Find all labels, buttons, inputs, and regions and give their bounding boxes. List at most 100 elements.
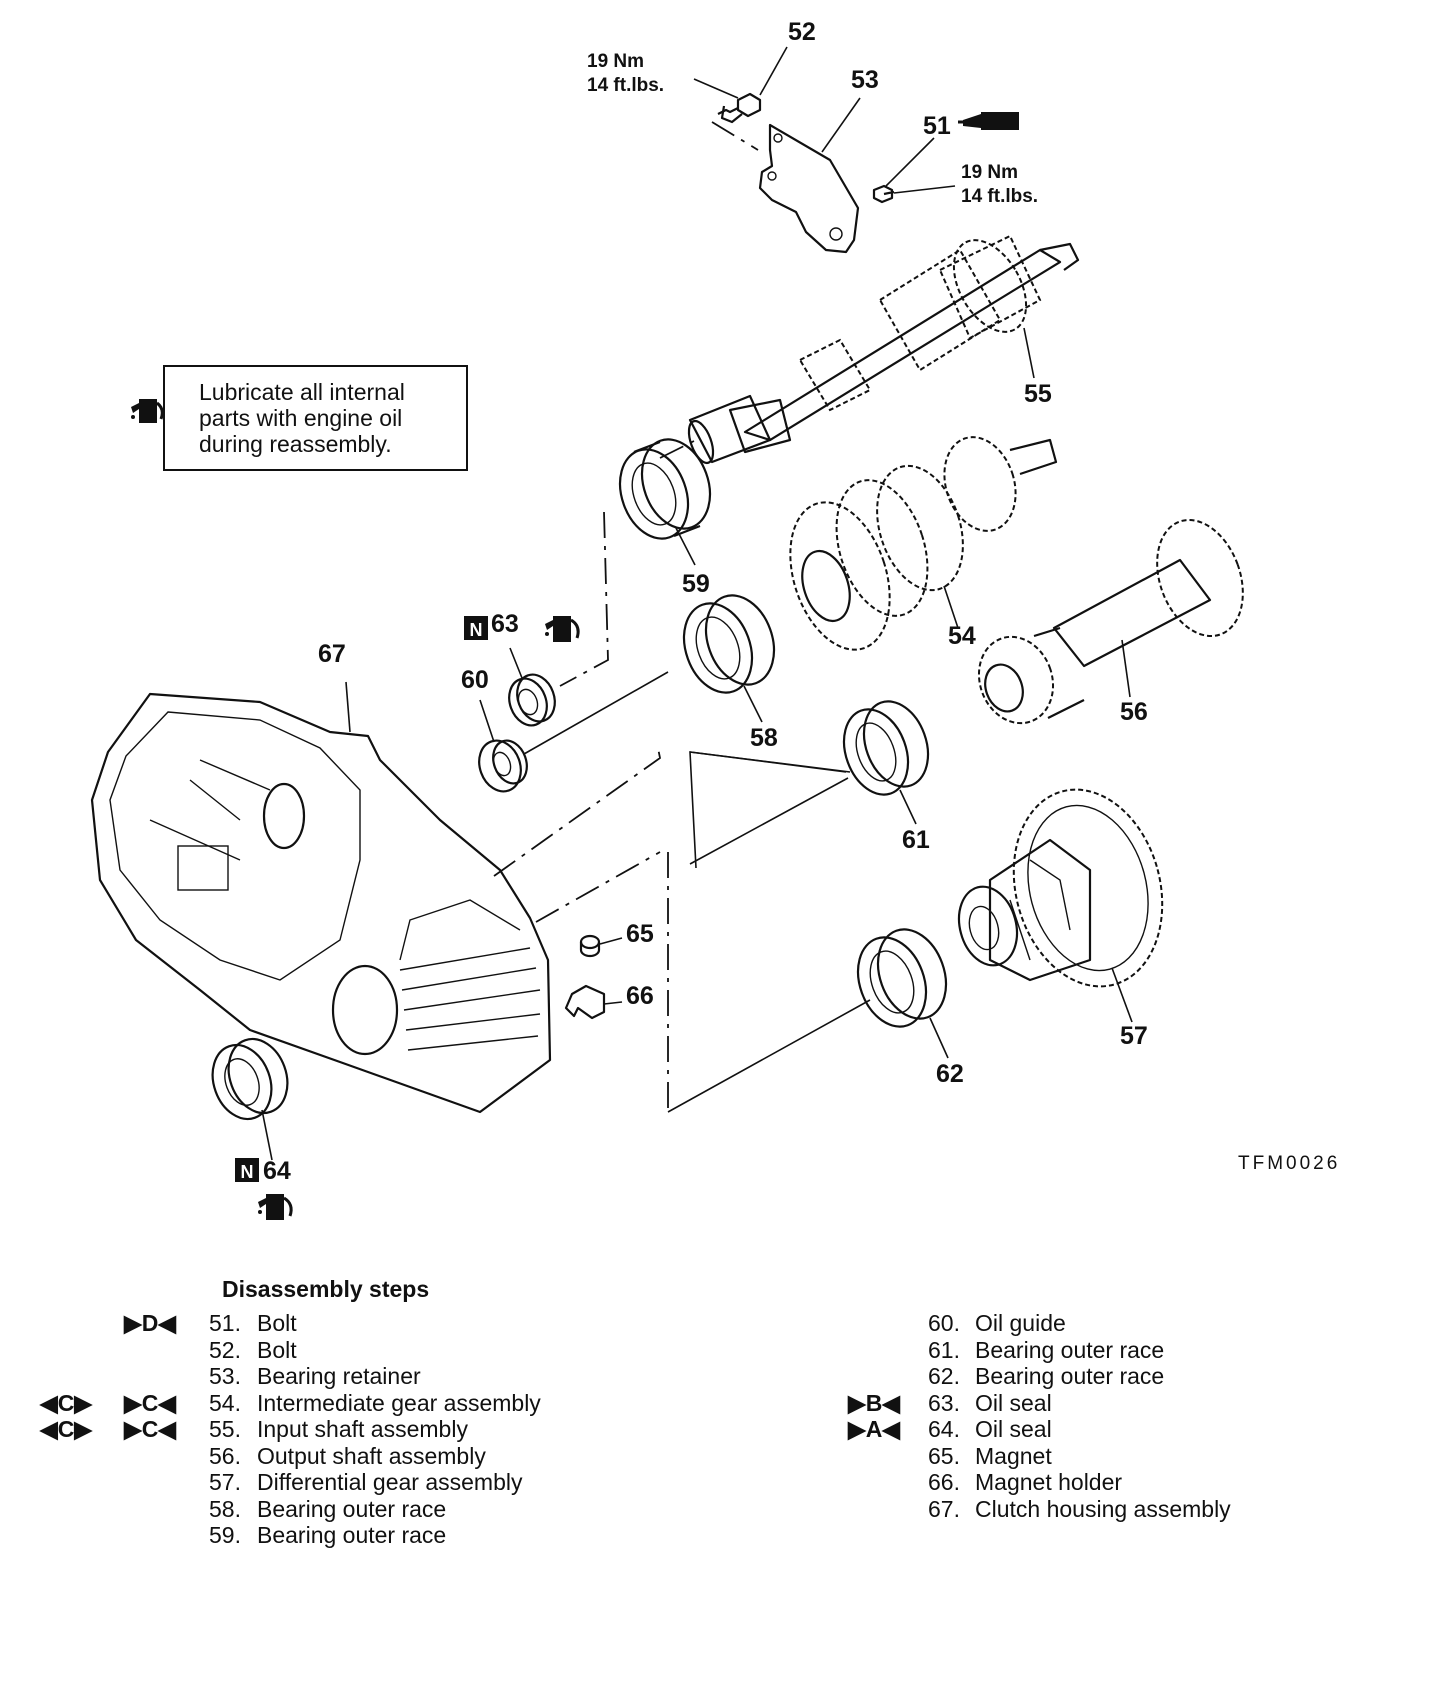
leader-53 [821,97,861,153]
step-number: 51. [209,1310,241,1336]
callout-62: 62 [936,1060,964,1088]
callout-58: 58 [750,724,778,752]
step-marker-inner: ▶B◀ [848,1389,900,1416]
callout-60: 60 [461,666,489,694]
step-number: 63. [928,1389,960,1416]
leader-51 [885,137,935,187]
step-number: 66. [928,1469,960,1495]
step-number: 64. [928,1416,960,1442]
axis-61-angled [689,777,849,865]
step-description: Oil guide [975,1310,1066,1336]
torque-52-ftlbs: 14 ft.lbs. [587,75,664,96]
new-part-icon-64: N [235,1158,259,1182]
disassembly-steps-title: Disassembly steps [222,1276,430,1302]
step-description: Bearing outer race [257,1522,447,1548]
leader-65 [599,937,623,945]
bearing-race-59 [618,438,712,540]
callout-53: 53 [851,66,879,94]
leader-56 [1121,639,1131,698]
bolt-52-axis [711,121,759,151]
step-number: 60. [928,1310,960,1336]
step-number: 56. [209,1442,241,1469]
callout-61: 61 [902,826,930,854]
step-description: Oil seal [975,1389,1052,1416]
step-description: Bearing outer race [975,1363,1165,1389]
input-shaft-axis [659,439,697,459]
step-number: 52. [209,1336,241,1363]
leader-58 [743,685,763,723]
step-marker-inner: ▶D◀ [124,1310,176,1336]
input-shaft-assembly-55 [687,234,1080,465]
housing-axis-lower [535,851,661,923]
step-number: 54. [209,1389,241,1416]
housing-axis-upper [493,747,661,877]
oil-can-icon [129,393,165,434]
oil-can-icon-64 [258,1194,293,1220]
step-number: 67. [928,1495,960,1522]
oil-guide-60 [478,739,528,793]
oil-can-icon-63 [545,616,580,642]
callout-66: 66 [626,982,654,1010]
callout-52: 52 [788,18,816,46]
lubrication-note: Lubricate all internal parts with engine… [131,365,468,471]
step-description: Bearing retainer [257,1363,421,1389]
step-number: 58. [209,1495,241,1522]
output-shaft-assembly-56 [977,518,1244,725]
leader-57 [1111,967,1133,1023]
new-part-marker-64: N [241,1162,254,1182]
exploded-view-diagram: N [90,18,1337,1220]
step-marker-inner: ▶C◀ [124,1416,176,1442]
magnet-65 [579,934,601,958]
leader-59 [675,527,696,566]
leader-55 [1023,327,1035,379]
step-description: Magnet holder [975,1469,1123,1495]
new-part-icon-63: N [464,616,488,640]
differential-gear-assembly-57 [957,788,1164,988]
step-number: 55. [209,1416,241,1442]
step-description: Bearing outer race [975,1336,1165,1363]
step-number: 57. [209,1469,241,1495]
lubrication-note-text: Lubricate all internal parts with engine… [199,379,405,457]
step-description: Output shaft assembly [257,1442,486,1469]
magnet-holder-66 [564,984,606,1020]
leader-54 [943,585,959,629]
step-marker-outer: ◀C▶ [40,1389,92,1416]
step-number: 61. [928,1336,960,1363]
leader-66 [603,1001,623,1005]
step-marker-outer: ◀C▶ [40,1416,92,1442]
bolt-51 [872,184,895,204]
intermediate-gear-assembly-54 [789,436,1058,651]
callout-54: 54 [948,622,976,650]
bearing-race-58 [682,594,776,694]
leader-51-torque [893,185,956,194]
step-description: Clutch housing assembly [975,1495,1231,1522]
callout-51: 51 [923,112,951,140]
leader-52 [759,46,788,96]
leader-63 [509,647,523,679]
step-description: Bolt [257,1310,297,1336]
axis-61-link [689,751,851,773]
callout-64: 64 [263,1157,291,1185]
step-description: Bearing outer race [257,1495,447,1522]
oil-seal-64 [211,1037,289,1121]
sealant-tube-icon [958,112,1019,130]
callout-56: 56 [1120,698,1148,726]
callout-57: 57 [1120,1022,1148,1050]
bearing-retainer-53 [758,123,860,254]
leader-64 [261,1109,273,1161]
race-59-axis [559,511,609,687]
step-number: 62. [928,1363,960,1389]
bolt-52 [717,92,762,124]
step-description: Differential gear assembly [257,1469,523,1495]
step-description: Intermediate gear assembly [257,1389,541,1416]
step-description: Magnet [975,1442,1052,1469]
leader-67 [345,681,351,733]
leader-61 [899,789,917,825]
callout-65: 65 [626,920,654,948]
step-marker-inner: ▶C◀ [124,1389,176,1416]
bearing-race-62 [856,928,948,1028]
torque-51-nm: 19 Nm [961,162,1018,183]
callout-67: 67 [318,640,346,668]
torque-52-nm: 19 Nm [587,51,644,72]
clutch-housing-assembly-67 [90,692,552,1114]
